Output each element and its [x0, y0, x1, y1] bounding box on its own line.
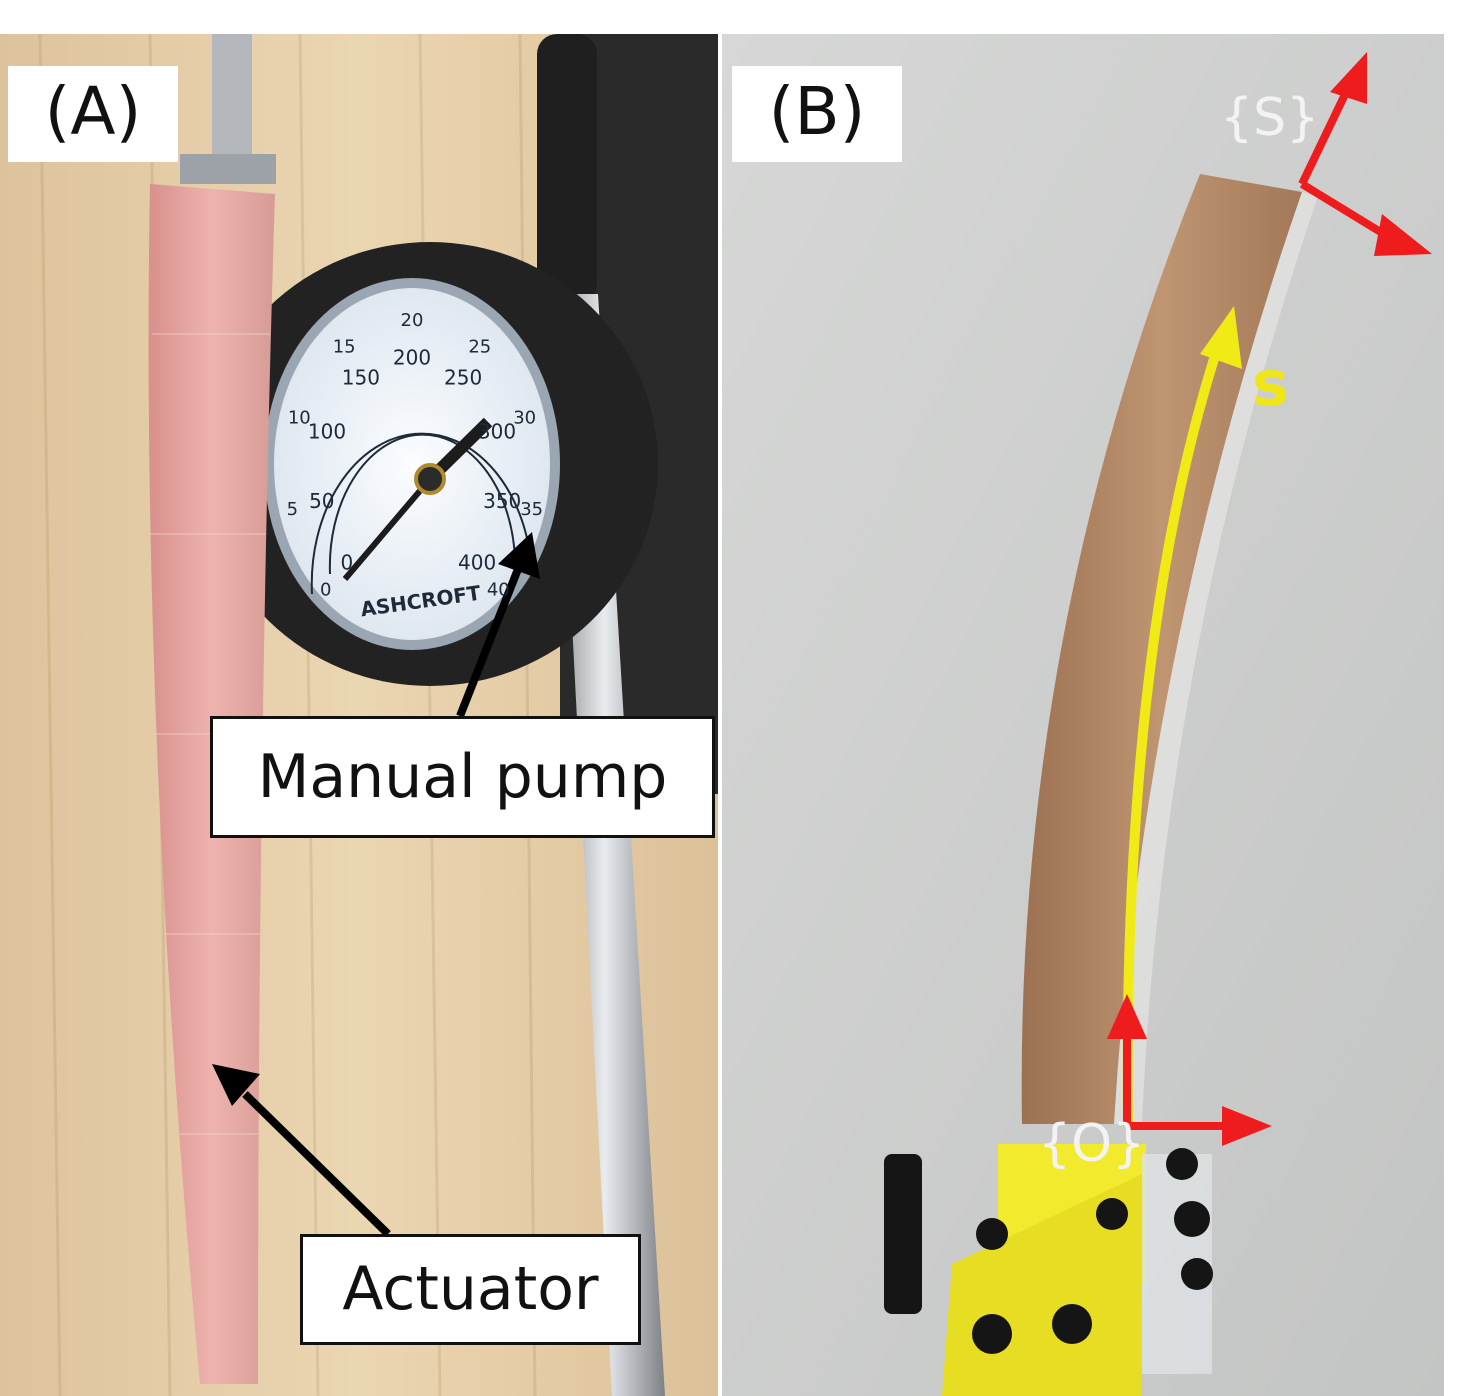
tip-frame-arrows — [1298, 52, 1432, 256]
gauge-inner-tick-label: 300 — [478, 420, 516, 444]
actuator-fitting — [212, 34, 252, 164]
panel-b-label: (B) — [732, 66, 902, 162]
arc-length-arrow — [1122, 332, 1227, 1127]
base-frame-label: {O} — [1038, 1114, 1146, 1174]
gauge-outer-tick-label: 15 — [333, 337, 356, 358]
gauge-inner-tick-label: 100 — [308, 420, 346, 444]
base-frame-arrows — [1107, 994, 1272, 1146]
gauge-inner-tick-label: 200 — [393, 346, 431, 370]
tip-frame-label: {S} — [1220, 88, 1320, 148]
gauge-outer-tick-label: 25 — [468, 337, 491, 358]
gauge-inner-tick-label: 250 — [444, 366, 482, 390]
gauge-outer-tick-label: 40 — [487, 580, 510, 601]
gauge-inner-tick-label: 50 — [309, 489, 334, 513]
gauge-pivot — [414, 463, 446, 495]
actuator-tube-b — [1021, 174, 1302, 1124]
gauge-needle-tail — [342, 477, 433, 581]
arc-length-label: s — [1252, 347, 1289, 420]
gauge-outer-tick-label: 0 — [320, 580, 331, 601]
panel-b-scene — [722, 34, 1444, 1396]
holder-bolts — [884, 1148, 1213, 1354]
gauge-scale-arcs — [310, 432, 533, 595]
panel-b-photo: (B) {S} {O} s — [722, 34, 1444, 1396]
gauge-outer-tick-label: 10 — [288, 408, 311, 429]
pump-handle — [537, 34, 597, 304]
gauge-inner-tick-label: 350 — [483, 489, 521, 513]
panel-divider — [718, 34, 722, 1396]
gauge-outer-tick-label: 20 — [401, 310, 424, 331]
manual-pump-callout: Manual pump — [210, 716, 715, 838]
actuator-callout: Actuator — [300, 1234, 641, 1345]
actuator-fitting-nut — [180, 154, 276, 184]
gauge-inner-tick-label: 150 — [342, 366, 380, 390]
gauge-inner-tick-label: 400 — [458, 550, 496, 574]
callout-arrows — [212, 532, 540, 1237]
gauge-outer-tick-label: 35 — [520, 499, 543, 520]
gauge-outer-tick-label: 5 — [287, 499, 298, 520]
panel-a-label: (A) — [8, 66, 178, 162]
gauge-outer-tick-label: 30 — [513, 408, 536, 429]
gauge-inner-tick-label: 0 — [341, 550, 354, 574]
gauge-dial — [274, 288, 550, 640]
arc-length-arrowhead — [1200, 306, 1242, 369]
